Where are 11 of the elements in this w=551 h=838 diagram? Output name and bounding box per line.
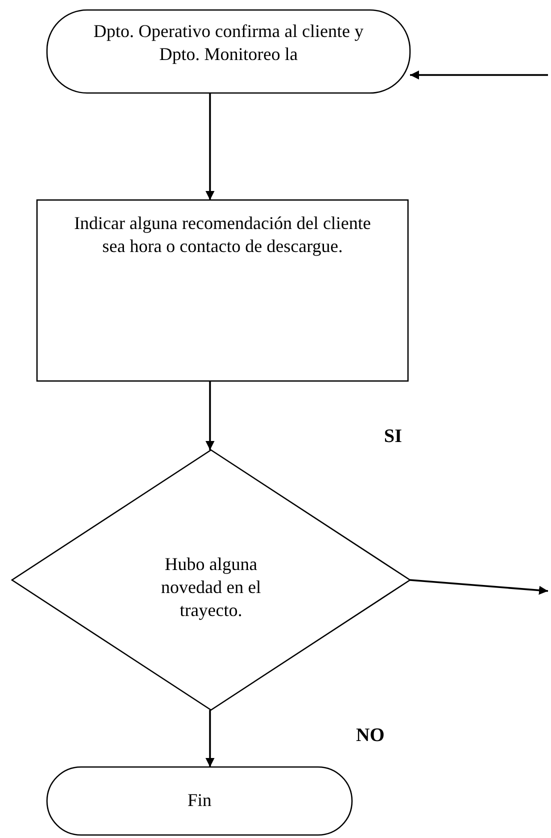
decision-diamond	[10, 449, 412, 711]
decision-text: Hubo alguna novedad en el trayecto.	[160, 553, 262, 622]
arrow	[206, 381, 214, 450]
arrow	[410, 579, 548, 595]
terminal-text: Dpto. Operativo confirma al cliente y Dpto. Monitoreo la	[92, 20, 364, 66]
terminal-text: Fin	[187, 789, 212, 812]
arrow	[410, 70, 548, 80]
process-text: Indicar alguna recomendación del cliente sea hora o contacto de descargue.	[73, 212, 372, 258]
arrow	[206, 710, 214, 767]
arrow	[206, 93, 214, 200]
process-box	[36, 199, 409, 382]
